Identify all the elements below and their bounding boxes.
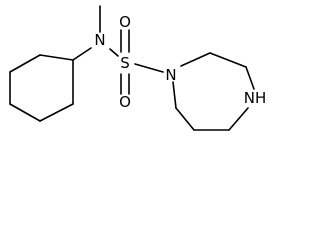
bond-cy-2 — [9, 54, 41, 73]
atom-sulfur: S — [120, 54, 130, 72]
bond-dz-4 — [228, 107, 249, 131]
atom-oxygen-upper: O — [119, 13, 131, 31]
atom-n-amine: N — [94, 31, 105, 49]
bond-dz-1 — [180, 52, 211, 67]
bond-dz-3 — [245, 66, 255, 90]
atom-n-ring: N — [165, 66, 176, 84]
bond-cy-n — [72, 47, 92, 61]
bond-dz-7 — [172, 81, 177, 109]
bond-cy-4 — [9, 103, 41, 122]
bond-cy-5 — [39, 103, 74, 122]
atom-oxygen-lower: O — [119, 93, 131, 111]
cyclohexane-ring — [9, 54, 74, 122]
molecule-structure: N S O O N NH — [9, 5, 267, 131]
bond-dz-2 — [209, 52, 247, 68]
bond-dz-6 — [175, 107, 195, 131]
bond-n-s — [109, 48, 119, 57]
bond-s-nring — [134, 63, 164, 73]
diazepane-ring — [172, 52, 255, 131]
sulfonyl-lower-double-bond — [120, 73, 130, 95]
sulfonyl-upper-double-bond — [120, 29, 130, 53]
atom-nh: NH — [244, 89, 267, 107]
bond-cy-1 — [39, 54, 74, 61]
